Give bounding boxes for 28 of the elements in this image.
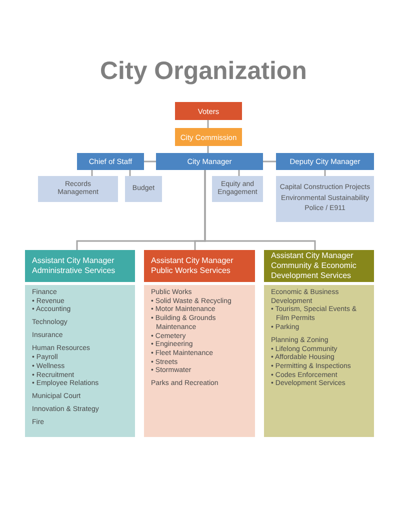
role-box: [156, 153, 263, 170]
page-title: City Organization: [100, 57, 307, 86]
division-panel: [144, 285, 255, 437]
connector-line: [324, 170, 326, 176]
division-header: [25, 250, 135, 282]
role-box: [276, 153, 374, 170]
connector-line: [238, 170, 240, 176]
unit-box: [125, 176, 162, 202]
connector-line: [207, 146, 209, 153]
unit-box: [38, 176, 118, 202]
connector-line: [207, 120, 209, 128]
division-panel: [264, 285, 374, 437]
division-title: Assistant City Manager Public Works Services: [151, 256, 234, 276]
division-panel: [25, 285, 135, 437]
connector-line: [144, 160, 156, 162]
division-title: Assistant City Manager Administrative Services: [32, 256, 116, 276]
role-box: [77, 153, 144, 170]
connector-line: [263, 160, 276, 162]
unit-box: [212, 176, 263, 202]
unit-box: [276, 176, 374, 222]
division-title: Assistant City Manager Community & Economic Development Services: [271, 251, 358, 281]
role-box: [175, 128, 242, 146]
connector-line: [91, 170, 93, 176]
role-box: [175, 102, 242, 120]
division-header: [264, 250, 374, 282]
connector-line: [129, 170, 131, 176]
connector-line: [204, 170, 316, 250]
division-header: [144, 250, 255, 282]
